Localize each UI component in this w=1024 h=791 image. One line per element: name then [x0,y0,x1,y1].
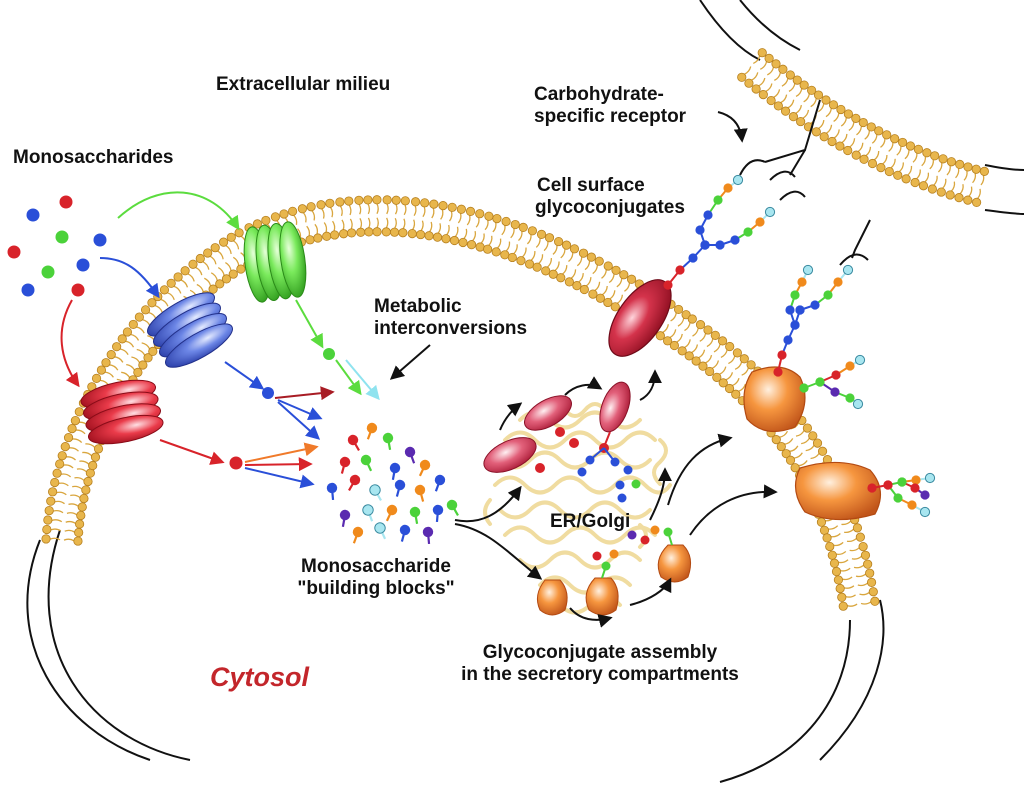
building-block [418,459,431,477]
building-block [360,454,373,472]
building-block [414,484,426,502]
building-block [404,446,416,464]
building-block [432,504,444,523]
orange-membrane-protein-2 [794,461,881,521]
building-block [434,474,446,492]
building-block [422,526,434,545]
er-arrows [499,369,662,431]
metabolic-arrow [389,344,431,380]
monosaccharides-label: Monosaccharides [13,147,174,168]
cytosol-label: Cytosol [210,662,310,692]
red-transporter [80,379,164,445]
receptor-label-arrow [717,111,748,143]
carbohydrate-receptors [739,99,871,266]
pool-to-golgi-arrow-2 [454,523,543,580]
building-block [339,456,351,474]
neighbour-membrane [737,48,989,208]
metabolic-label-line1: Metabolic [374,296,462,317]
building-block [399,524,411,542]
building-block [374,522,387,540]
green-transporter [243,221,307,303]
surface-label-line2: glycoconjugates [535,197,685,218]
er-golgi-label: ER/Golgi [550,511,631,532]
building-block [339,509,351,528]
extracellular-monosaccharides [7,195,107,297]
uptake-arrows [60,191,380,489]
assembly-label-line1: Glycoconjugate assembly [482,642,718,663]
building-block [326,482,338,501]
building-block [348,474,361,491]
er-glycoproteins [483,381,641,503]
orange-membrane-protein-1 [743,366,806,433]
building-block [446,499,459,516]
receptor-label-line1: Carbohydrate- [534,84,664,105]
pool-to-golgi-arrow [454,485,522,523]
building-block [347,434,360,451]
building-block [394,479,406,497]
cell-outlines [26,0,1024,783]
building-block [366,422,378,440]
building-block [362,504,374,522]
building-block [389,462,401,481]
blocks-label-line2: "building blocks" [297,578,455,599]
building-block [369,484,382,501]
blocks-label-line1: Monosaccharide [301,556,451,577]
metabolic-label-line2: interconversions [374,318,528,339]
receptor-label-line2: specific receptor [534,106,687,127]
building-block [382,432,394,451]
secretory-arrows [569,433,778,628]
surface-glycans [663,174,936,518]
blue-transporter [147,292,233,368]
building-block-pool [326,422,459,545]
transported-sugars [229,348,335,470]
extracellular-label: Extracellular milieu [216,74,391,95]
surface-label-line1: Cell surface [537,175,645,196]
building-block [352,526,364,544]
building-block [409,506,421,525]
building-block [385,504,398,522]
assembly-label-line2: in the secretory compartments [461,664,739,685]
er-golgi-network [483,402,672,615]
